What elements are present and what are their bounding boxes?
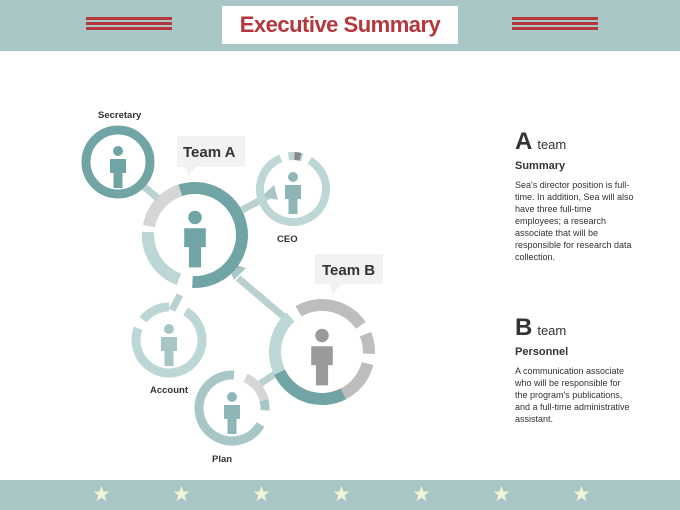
person-icon bbox=[285, 172, 301, 214]
panel-team-a-subtitle: Summary bbox=[515, 160, 566, 172]
panel-team-a-body: Sea's director position is full-time. In… bbox=[515, 180, 634, 262]
star-icon: ★ bbox=[92, 483, 111, 506]
page-title: Executive Summary bbox=[239, 12, 441, 37]
connector-teama-account bbox=[168, 293, 184, 312]
callout-team-b: Team B bbox=[315, 254, 383, 294]
person-icon bbox=[224, 392, 240, 434]
title-box: Executive Summary bbox=[222, 6, 458, 44]
node-ceo bbox=[256, 152, 330, 226]
footer-bar: ★ ★ ★ ★ ★ ★ ★ bbox=[0, 480, 680, 510]
node-account bbox=[131, 302, 207, 378]
node-secretary bbox=[81, 125, 155, 199]
star-icon: ★ bbox=[572, 483, 591, 506]
panel-team-a-letter: A bbox=[515, 128, 533, 155]
node-plan bbox=[194, 370, 270, 446]
star-icon: ★ bbox=[332, 483, 351, 506]
star-icon: ★ bbox=[412, 483, 431, 506]
node-team-b bbox=[269, 299, 375, 405]
connectors bbox=[139, 182, 293, 390]
panel-team-b-subtitle: Personnel bbox=[515, 346, 569, 358]
callout-team-a-text: Team A bbox=[183, 144, 236, 161]
label-plan: Plan bbox=[212, 454, 232, 465]
person-icon bbox=[311, 328, 333, 386]
decorative-stripes-right bbox=[512, 17, 598, 33]
callout-team-b-text: Team B bbox=[322, 262, 375, 279]
star-icon: ★ bbox=[492, 483, 511, 506]
star-icon: ★ bbox=[252, 483, 271, 506]
connector-teama-teamb bbox=[235, 275, 293, 325]
star-icon: ★ bbox=[172, 483, 191, 506]
node-team-a bbox=[142, 182, 248, 288]
header-bar: Executive Summary bbox=[0, 0, 680, 51]
callout-team-a: Team A bbox=[177, 136, 245, 176]
panel-team-a-team: team bbox=[537, 137, 567, 152]
panel-team-b-body: A communication associate who will be re… bbox=[515, 366, 630, 424]
label-ceo: CEO bbox=[277, 234, 298, 245]
person-icon bbox=[184, 210, 206, 268]
label-secretary: Secretary bbox=[98, 110, 142, 121]
connector-secretary-teama bbox=[139, 182, 163, 203]
panel-team-b-team: team bbox=[537, 323, 567, 338]
decorative-stripes-left bbox=[86, 17, 172, 33]
arrowhead-ceo bbox=[262, 185, 278, 200]
label-account: Account bbox=[150, 385, 189, 396]
panel-team-b-letter: B bbox=[515, 314, 533, 341]
